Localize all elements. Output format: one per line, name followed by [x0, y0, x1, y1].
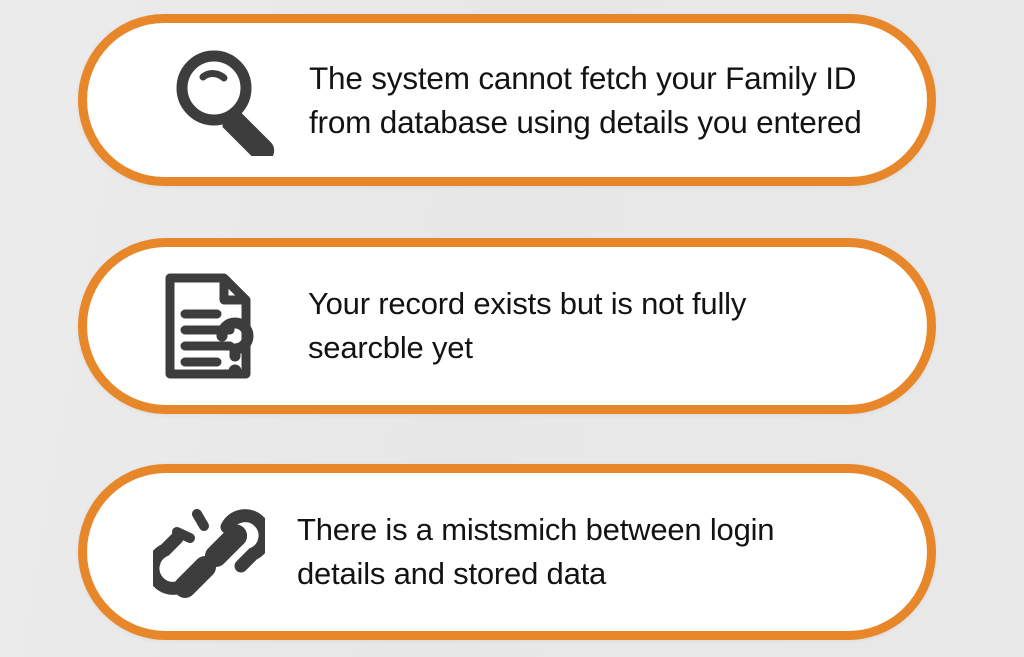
document-question-icon	[142, 270, 282, 382]
info-card-text: Your record exists but is not fully sear…	[308, 286, 747, 365]
info-card-mismatch[interactable]: There is a mistsmich between login detai…	[78, 464, 936, 640]
info-card-text: There is a mistsmich between login detai…	[297, 512, 775, 591]
magnifying-glass-icon	[149, 44, 299, 156]
info-card-search[interactable]: The system cannot fetch your Family ID f…	[78, 14, 936, 186]
info-card-text: The system cannot fetch your Family ID f…	[309, 60, 862, 140]
info-card-record[interactable]: Your record exists but is not fully sear…	[78, 238, 936, 414]
broken-chain-icon	[139, 496, 279, 608]
